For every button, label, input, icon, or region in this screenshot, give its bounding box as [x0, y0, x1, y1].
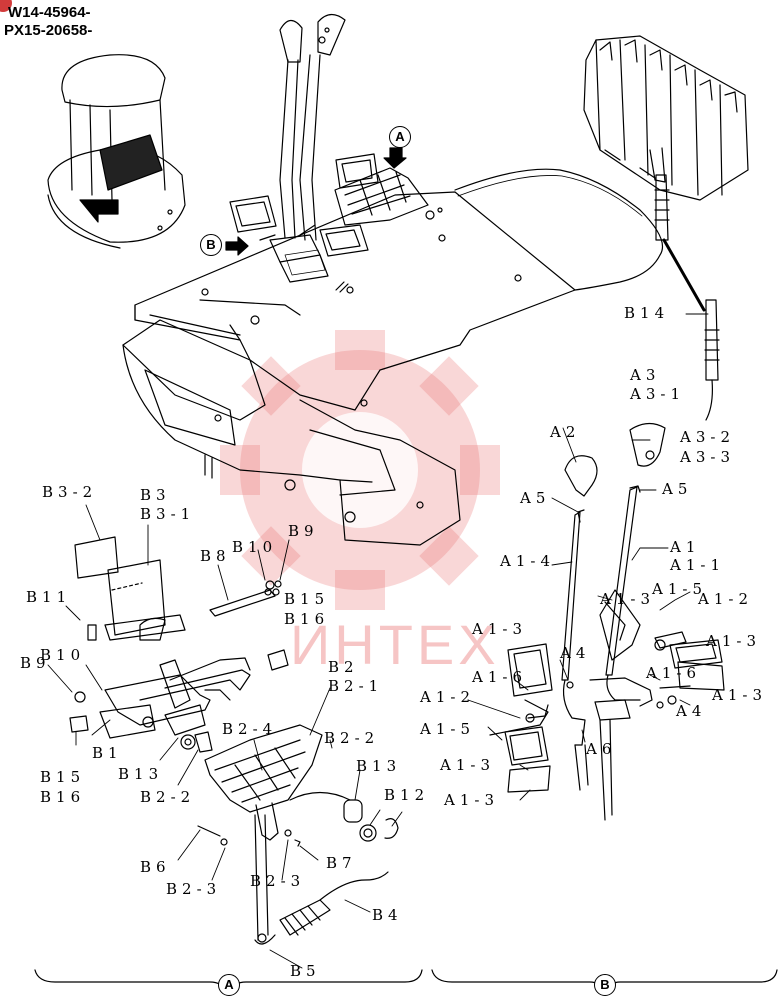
label-b3: B3 [140, 486, 171, 504]
label-b2-2-right: B2-2 [324, 729, 380, 747]
label-a1: A1 [670, 538, 701, 556]
label-a1-3-left: A1-3 [472, 620, 527, 638]
control-valve [583, 35, 749, 201]
label-a3-1: A3-1 [630, 385, 685, 403]
pedal-group [229, 153, 443, 257]
label-b2-2-left: B2-2 [140, 788, 196, 806]
label-b10-top: B10 [232, 538, 278, 556]
label-b2-1: B2-1 [328, 677, 384, 695]
label-a2: A2 [550, 423, 581, 441]
control-levers [269, 13, 346, 283]
label-b14: B14 [624, 304, 670, 322]
label-b2: B2 [328, 658, 359, 676]
left-pedal-parts [69, 536, 289, 753]
label-a1-3-right3: A1-3 [712, 686, 767, 704]
arrow-a-icon [383, 147, 407, 169]
label-b6: B6 [140, 858, 171, 876]
label-b16-left: B16 [40, 788, 86, 806]
serial-1: W14-45964- [8, 4, 91, 21]
label-b8: B8 [200, 547, 231, 565]
label-a1-2-right: A1-2 [698, 590, 753, 608]
lever-knob-a3 [629, 422, 666, 467]
label-b16-top: B16 [284, 610, 330, 628]
label-a1-6-left: A1-6 [472, 668, 527, 686]
marker-a-bottom: A [218, 974, 240, 996]
label-b7: B7 [326, 854, 357, 872]
label-b2-4: B2-4 [222, 720, 278, 738]
lower-frame [122, 319, 461, 546]
label-a3-2: A3-2 [680, 428, 735, 446]
label-b1: B1 [92, 744, 123, 762]
label-a4-left: A4 [560, 644, 591, 662]
label-b13-right: B13 [356, 757, 402, 775]
label-b2-3-mid: B2-3 [250, 872, 306, 890]
label-b13-left: B13 [118, 765, 164, 783]
label-b4: B4 [372, 906, 403, 924]
label-a1-4: A1-4 [500, 552, 555, 570]
control-cable [454, 168, 664, 291]
label-a1-3-right2: A1-3 [706, 632, 761, 650]
marker-b-bottom: B [594, 974, 616, 996]
cab-thumbnail-icon [47, 54, 186, 249]
label-a1-6-right: A1-6 [646, 664, 701, 682]
right-levers [489, 485, 725, 821]
label-a5-left: A5 [520, 489, 551, 507]
label-a4-right: A4 [676, 702, 707, 720]
serial-2: PX15-20658- [4, 22, 93, 39]
label-a3: A3 [630, 366, 661, 384]
marker-b-top: B [200, 234, 222, 256]
label-b15-top: B15 [284, 590, 330, 608]
label-b12: B12 [384, 786, 430, 804]
arrow-b-icon [225, 236, 249, 256]
corner-badge [0, 0, 12, 12]
label-b3-2: B3-2 [42, 483, 98, 501]
label-a1-5-left: A1-5 [420, 720, 475, 738]
label-a1-3-left3: A1-3 [444, 791, 499, 809]
pedal-b2 [197, 724, 399, 847]
marker-a-top: A [389, 126, 411, 148]
label-a1-1: A1-1 [670, 556, 725, 574]
floor-plate [134, 191, 576, 411]
label-b9-left: B9 [20, 654, 51, 672]
label-b3-1: B3-1 [140, 505, 196, 523]
label-b15-left: B15 [40, 768, 86, 786]
label-a1-5-right: A1-5 [652, 580, 707, 598]
label-b2-3-left: B2-3 [166, 880, 222, 898]
label-a1-2-left: A1-2 [420, 688, 475, 706]
cable-end [654, 174, 720, 421]
watermark-text: ИНТЕХ [290, 613, 500, 676]
label-b10-left: B10 [40, 646, 86, 664]
cable-b4 [254, 814, 389, 945]
label-b11: B11 [26, 588, 72, 606]
label-a5-right: A5 [662, 480, 693, 498]
label-a1-3-left2: A1-3 [440, 756, 495, 774]
label-a1-3-right: A1-3 [600, 590, 655, 608]
lever-knob-a2 [564, 455, 598, 497]
label-b5: B5 [290, 962, 321, 980]
label-b9-top: B9 [288, 522, 319, 540]
label-a6: A6 [586, 740, 617, 758]
label-a3-3: A3-3 [680, 448, 735, 466]
